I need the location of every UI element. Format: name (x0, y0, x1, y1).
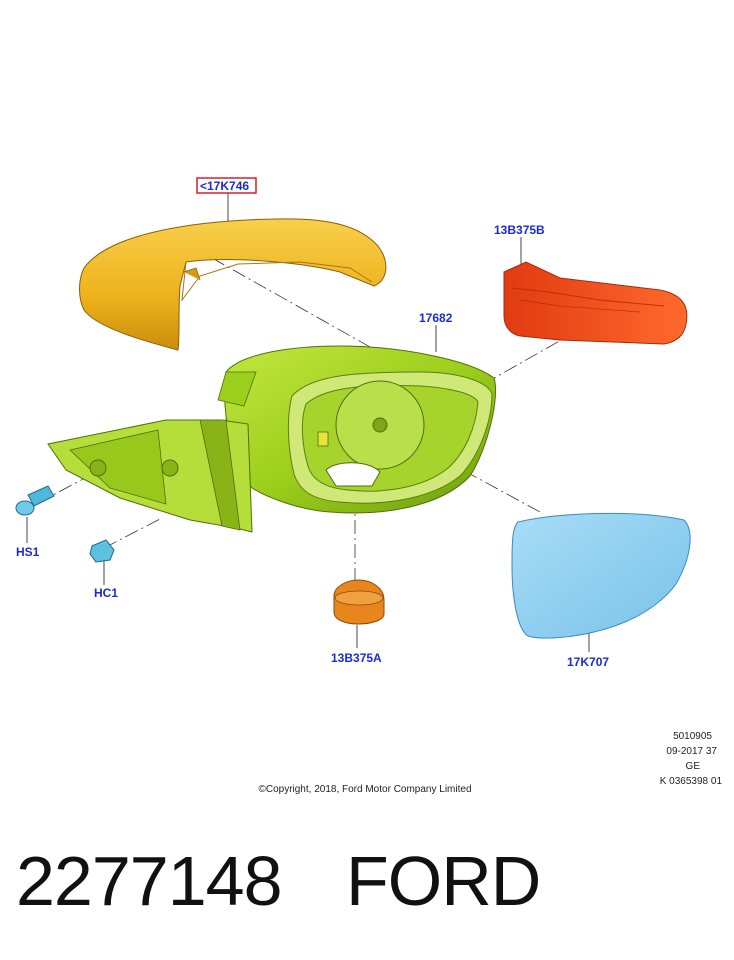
mirror-glass-part (511, 512, 691, 639)
highlight-box (196, 177, 257, 194)
puddle-lamp-part (333, 579, 385, 625)
callout-housing[interactable]: 17682 (419, 311, 453, 325)
callout-cap[interactable]: <17K746 (200, 179, 249, 193)
callout-glass[interactable]: 17K707 (567, 655, 609, 669)
drawing-info-line3: GE (686, 761, 701, 772)
brand-name: FORD (346, 842, 541, 920)
callout-screw[interactable]: HS1 (16, 545, 40, 559)
drawing-info-line1: 5010905 (673, 731, 712, 742)
copyright-text: ©Copyright, 2018, Ford Motor Company Lim… (258, 784, 471, 795)
callout-clip[interactable]: HC1 (94, 586, 118, 600)
mirror-housing-part (47, 345, 497, 533)
drawing-info-line4: K 0365398 01 (660, 776, 723, 787)
mirror-cap-part (79, 218, 387, 351)
signal-lamp-part (503, 261, 688, 345)
clip-part (89, 539, 115, 563)
callout-signal-lamp[interactable]: 13B375B (494, 223, 545, 237)
screw-part (15, 485, 55, 516)
part-number: 2277148 (16, 842, 283, 920)
callout-puddle-lamp[interactable]: 13B375A (331, 651, 382, 665)
drawing-info-line2: 09-2017 37 (666, 746, 717, 757)
